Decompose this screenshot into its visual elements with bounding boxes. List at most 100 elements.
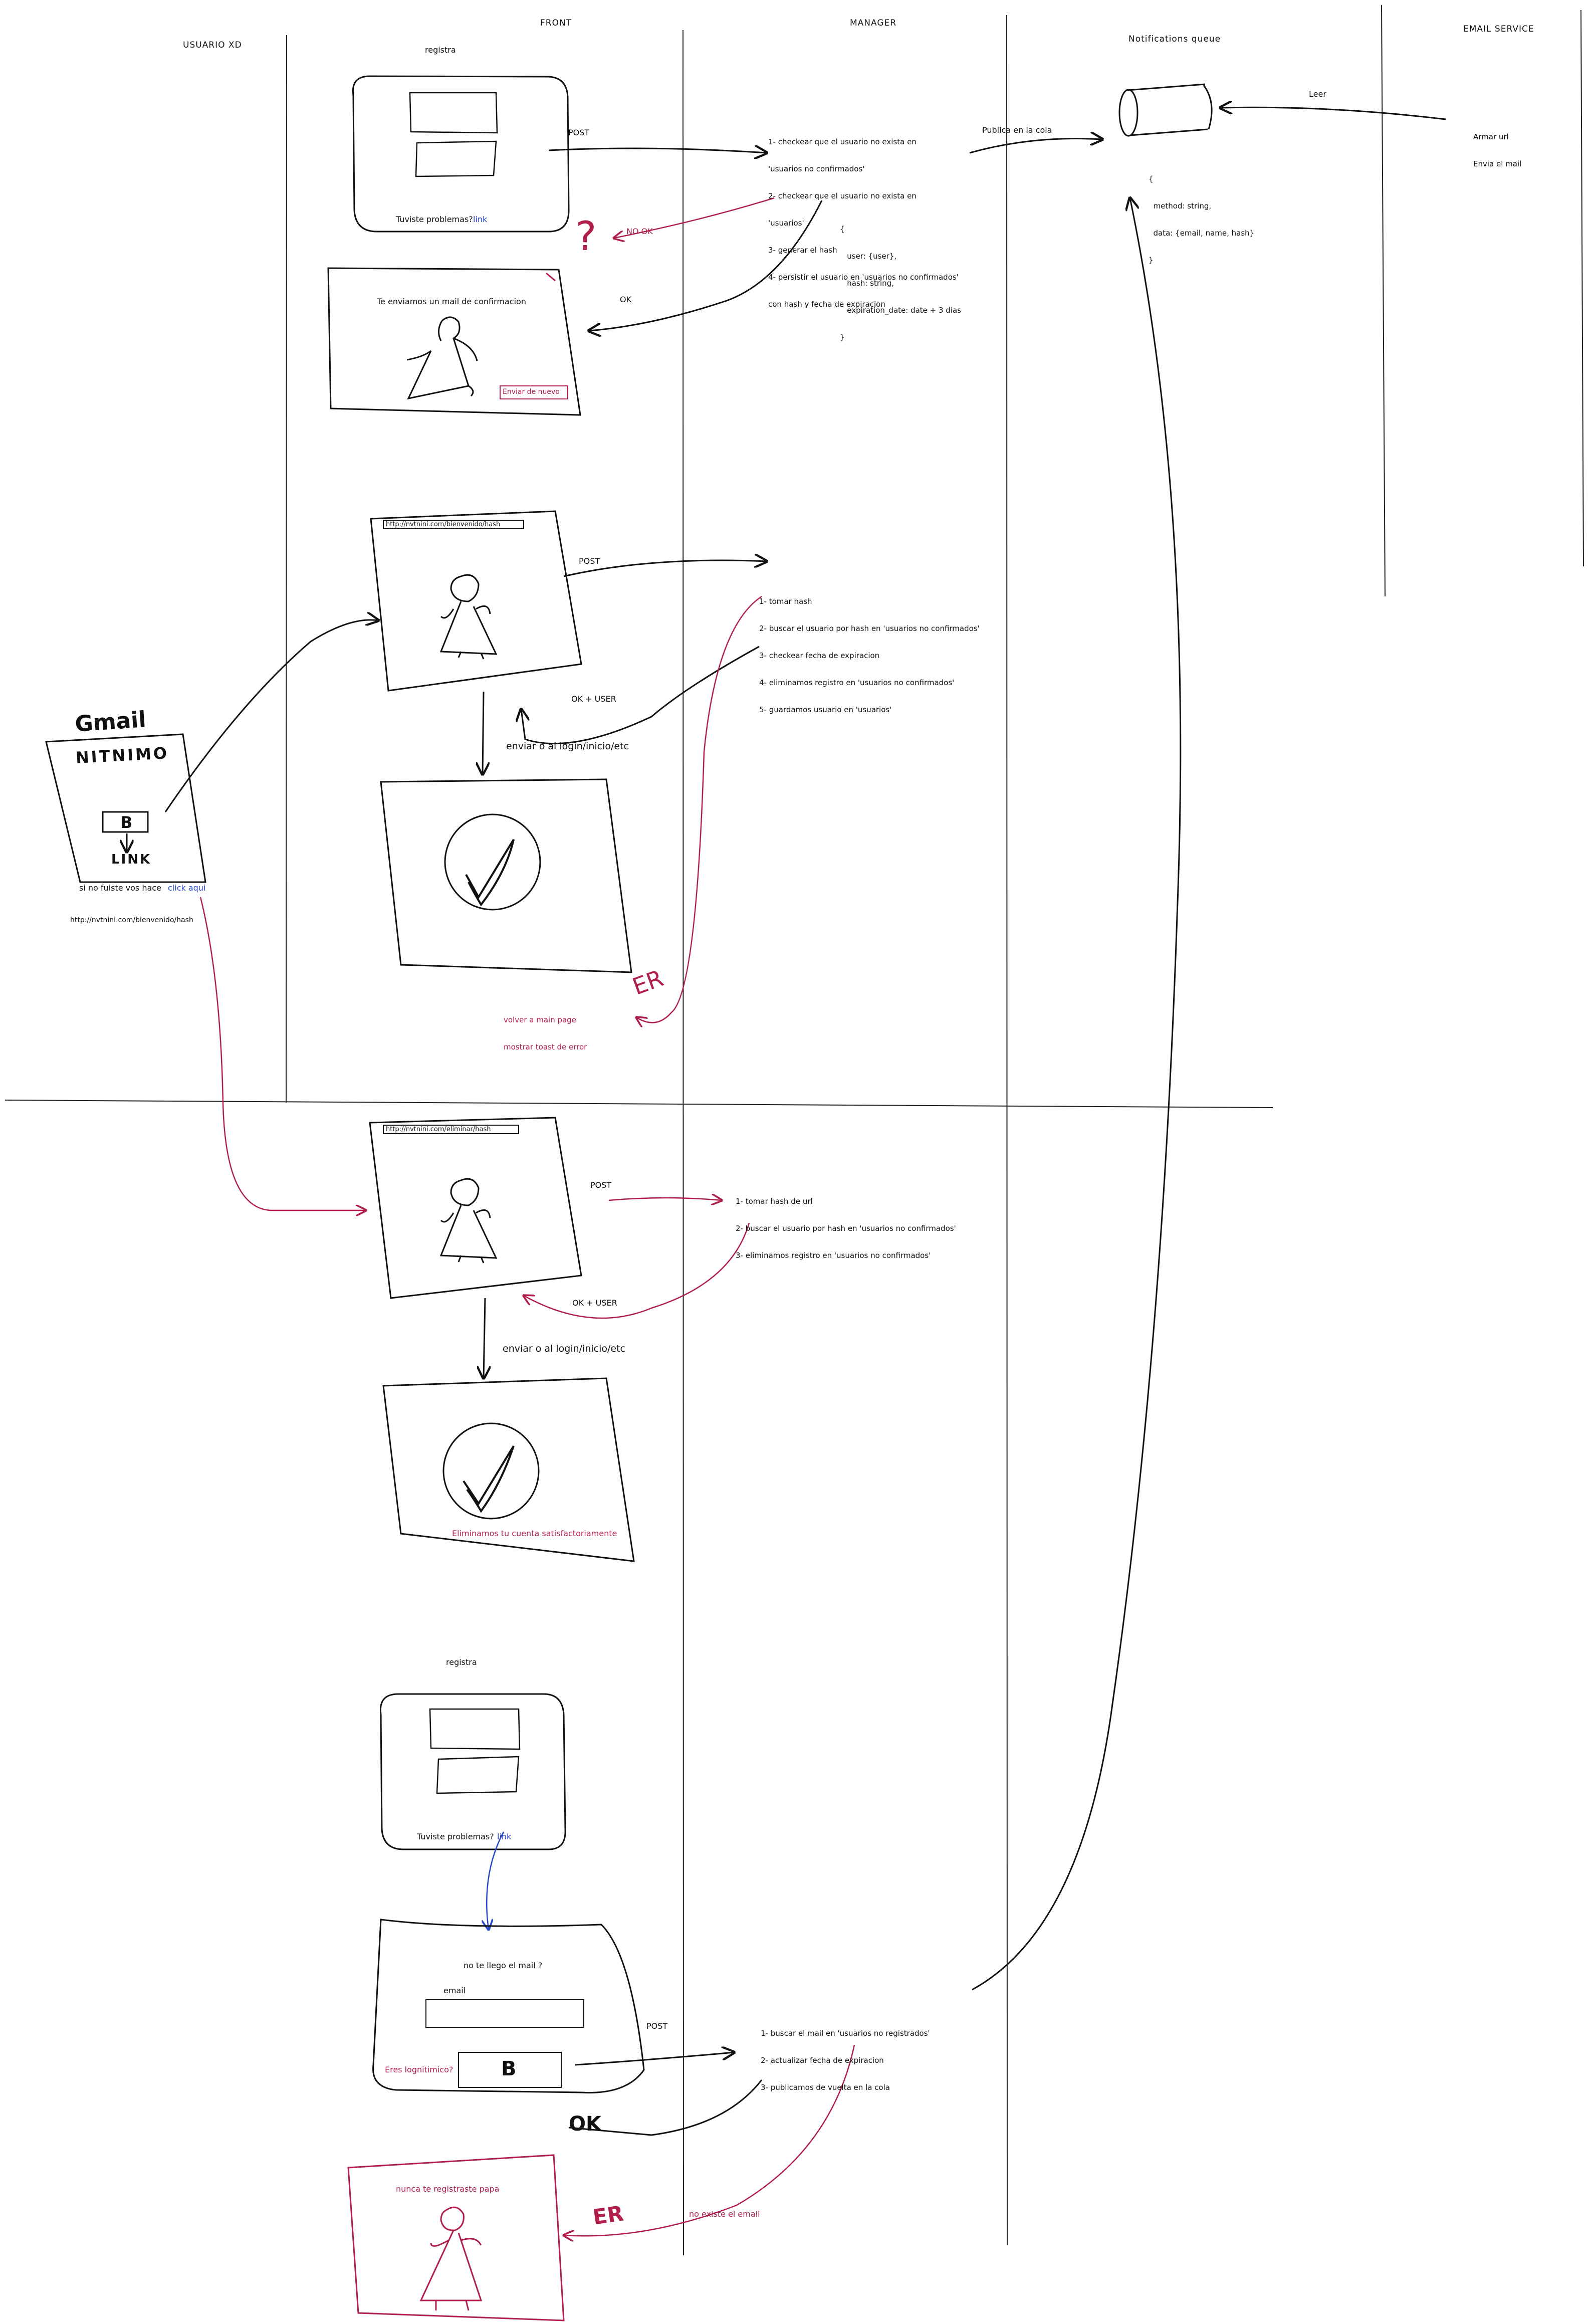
register-input-2 (415, 140, 497, 177)
email-input-frame (425, 1999, 584, 2028)
register-screen (352, 75, 570, 233)
never-registered-screen (347, 2154, 565, 2321)
payload-line: } (840, 333, 845, 342)
lane-divider-queue-email (1381, 5, 1386, 597)
captcha-button-frame (458, 2052, 562, 2088)
help-link-arrow (487, 1831, 505, 1930)
register-frame (352, 75, 570, 233)
captcha-button[interactable]: B (501, 2057, 517, 2080)
question-mark: ? (575, 213, 597, 260)
url-bar-frame (383, 520, 524, 529)
captcha-label: Eres lognitimico? (385, 2065, 453, 2074)
manager-delete-step: 1- tomar hash de url (736, 1197, 813, 1206)
register-title: registra (425, 45, 456, 55)
register-input-1 (409, 92, 498, 134)
publish-label: Publica en la cola (982, 125, 1052, 135)
requeue-arrow (972, 198, 1182, 1991)
queue-cylinder (1118, 83, 1213, 137)
baby-figure-3 (439, 1178, 498, 1263)
email-input[interactable] (427, 2001, 584, 2026)
gmail-click-here[interactable]: click aqui (168, 883, 206, 893)
error-arrow-confirm (636, 595, 762, 1022)
manager-delete-steps: 1- tomar hash de url 2- buscar el usuari… (736, 1179, 956, 1278)
delete-url-bar[interactable]: http://nvtnini.com/eliminar/hash (386, 1126, 491, 1133)
gmail-link-word[interactable]: LINK (111, 852, 152, 867)
resend-input-2 (436, 1756, 520, 1794)
check-circle-2 (442, 1422, 540, 1520)
never-registered-message: nunca te registraste papa (396, 2184, 500, 2194)
sad-baby-figure (419, 2206, 483, 2311)
resend-button[interactable]: Enviar de nuevo (503, 388, 560, 396)
manager-resend-steps: 1- buscar el mail en 'usuarios no regist… (761, 2011, 930, 2110)
gmail-button-frame (102, 811, 149, 833)
read-label: Leer (1309, 89, 1326, 99)
lane-divider-email-right (1580, 10, 1584, 567)
redirect-arrow-confirm (483, 691, 484, 774)
no-ok-arrow (614, 197, 775, 238)
check-circle (444, 813, 541, 911)
confirm-sent-screen (327, 267, 581, 416)
manager-register-step: 2- checkear que el usuario no exista en (768, 191, 917, 200)
no-email-label: no existe el email (689, 2209, 760, 2219)
post-label-register: POST (568, 128, 590, 137)
resend-register-frame (379, 1693, 566, 1850)
ok-arrow-resend (568, 2079, 763, 2136)
manager-register-step: 'usuarios' (768, 219, 804, 228)
resend-form-screen (372, 1919, 645, 2093)
gmail-button[interactable]: B (120, 813, 133, 832)
payload-line: user: {user}, (840, 252, 897, 261)
manager-confirm-step: 5- guardamos usuario en 'usuarios' (759, 705, 892, 714)
manager-confirm-step: 3- checkear fecha de expiracion (759, 651, 880, 660)
resend-help-text: Tuviste problemas? (417, 1832, 494, 1841)
post-arrow-register (548, 148, 767, 153)
email-service-step: Envia el mail (1473, 159, 1522, 168)
payload-line: expiration_date: date + 3 dias (840, 306, 962, 315)
gmail-to-confirm-arrow (164, 620, 378, 812)
ok-user-label-confirm: OK + USER (571, 694, 616, 704)
resend-register-title: registra (446, 1657, 477, 1667)
manager-confirm-step: 2- buscar el usuario por hash en 'usuari… (759, 624, 980, 633)
resend-input-1 (429, 1708, 521, 1750)
post-arrow-delete (608, 1198, 722, 1200)
click-here-arrow (199, 897, 366, 1210)
confirm-url-bar[interactable]: http://nvtnini.com/bienvenido/hash (386, 521, 501, 528)
manager-confirm-steps: 1- tomar hash 2- buscar el usuario por h… (759, 579, 980, 732)
success-frame (380, 778, 632, 973)
delete-success-frame (382, 1377, 635, 1562)
success-screen (380, 778, 632, 973)
register-help-link[interactable]: link (473, 215, 488, 224)
baby-figure-2 (439, 574, 498, 660)
email-label: email (443, 1986, 466, 1995)
queue-payload-line: data: {email, name, hash} (1149, 229, 1255, 238)
redirect-arrow-delete (484, 1298, 485, 1378)
resend-help-link[interactable]: link (497, 1832, 512, 1841)
ok-arrow-register (589, 200, 823, 331)
payload-line: { (840, 225, 845, 234)
lane-header-queue: Notifications queue (1128, 34, 1221, 44)
error-step: volver a main page (504, 1015, 576, 1024)
manager-register-payload: { user: {user}, hash: string, expiration… (840, 206, 961, 360)
delete-hash-screen (369, 1117, 582, 1299)
manager-register-steps: 1- checkear que el usuario no exista en … (768, 119, 959, 327)
publish-arrow (969, 139, 1102, 154)
gmail-mock (45, 733, 206, 883)
lane-header-front: FRONT (540, 18, 572, 28)
gmail-url: http://nvtnini.com/bienvenido/hash (70, 916, 193, 924)
email-service-step: Armar url (1473, 132, 1509, 141)
manager-resend-step: 1- buscar el mail en 'usuarios no regist… (761, 2029, 930, 2038)
redirect-label-delete: enviar o al login/inicio/etc (503, 1343, 625, 1354)
error-label-resend: ER (591, 2201, 625, 2230)
ok-label-register: OK (620, 295, 632, 304)
manager-register-step: 4- persistir el usuario en 'usuarios no … (768, 273, 959, 282)
resend-button-frame (500, 385, 568, 399)
queue-payload-line: method: string, (1149, 201, 1212, 210)
error-steps-confirm: volver a main page mostrar toast de erro… (504, 997, 587, 1070)
queue-payload-line: } (1149, 256, 1154, 265)
baby-figure (406, 316, 478, 400)
manager-resend-step: 3- publicamos de vuelta en la cola (761, 2083, 890, 2092)
corner-mark (546, 272, 556, 282)
url-bar-frame-2 (383, 1125, 519, 1134)
post-label-confirm: POST (579, 556, 600, 566)
confirm-sent-message: Te enviamos un mail de confirmacion (377, 297, 526, 306)
